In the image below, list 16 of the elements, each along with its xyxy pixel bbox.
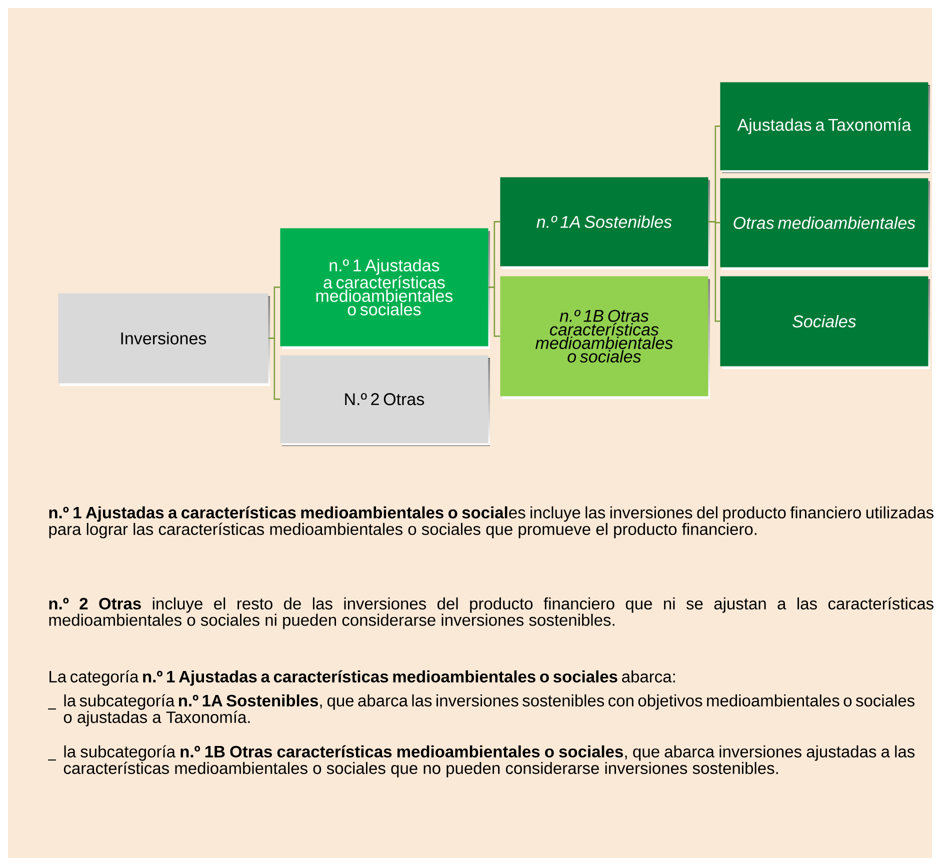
- category-box: Ajustadas a Taxonomía: [720, 82, 930, 173]
- paragraph: n.º 2 Otras incluye el resto de las inversiones del producto financiero que ni se ajustan a las características medioambientales o sociales ni pueden considerarse inversiones sostenibles.: [49, 597, 934, 630]
- category-box: Inversiones: [58, 293, 270, 386]
- category-box: N.º 2 Otras: [280, 355, 490, 446]
- category-box: n.º 1A Sostenibles: [500, 177, 710, 269]
- category-box: n.º 1B Otras características medioambientales o sociales: [500, 276, 710, 399]
- paragraph: la subcategoría n.º 1B Otras características medioambientales o sociales, que abarca inversiones ajustadas a las características medioambientales o sociales que no pueden considerarse inversiones sostenibles.: [64, 745, 915, 778]
- paragraph: la subcategoría n.º 1A Sostenibles, que abarca las inversiones sostenibles con objetivos medioambientales o sociales o ajustadas a Taxonomía.: [64, 694, 914, 726]
- connector-line: [488, 286, 500, 337]
- category-box: n.º 1 Ajustadas a características medioambientales o sociales: [280, 228, 490, 349]
- category-box: Sociales: [720, 276, 930, 369]
- paragraph: n.º 1 Ajustadas a características medioambientales o sociales incluye las inversiones del producto financiero utilizadas para lograr las características medioambientales o sociales que promueve el producto financiero.: [49, 506, 934, 538]
- connector-line: [268, 338, 280, 400]
- paragraph: La categoría n.º 1 Ajustadas a características medioambientales o sociales abarca:: [50, 670, 675, 686]
- category-box: Otras medioambientales: [720, 178, 930, 270]
- connector-line: [708, 221, 720, 322]
